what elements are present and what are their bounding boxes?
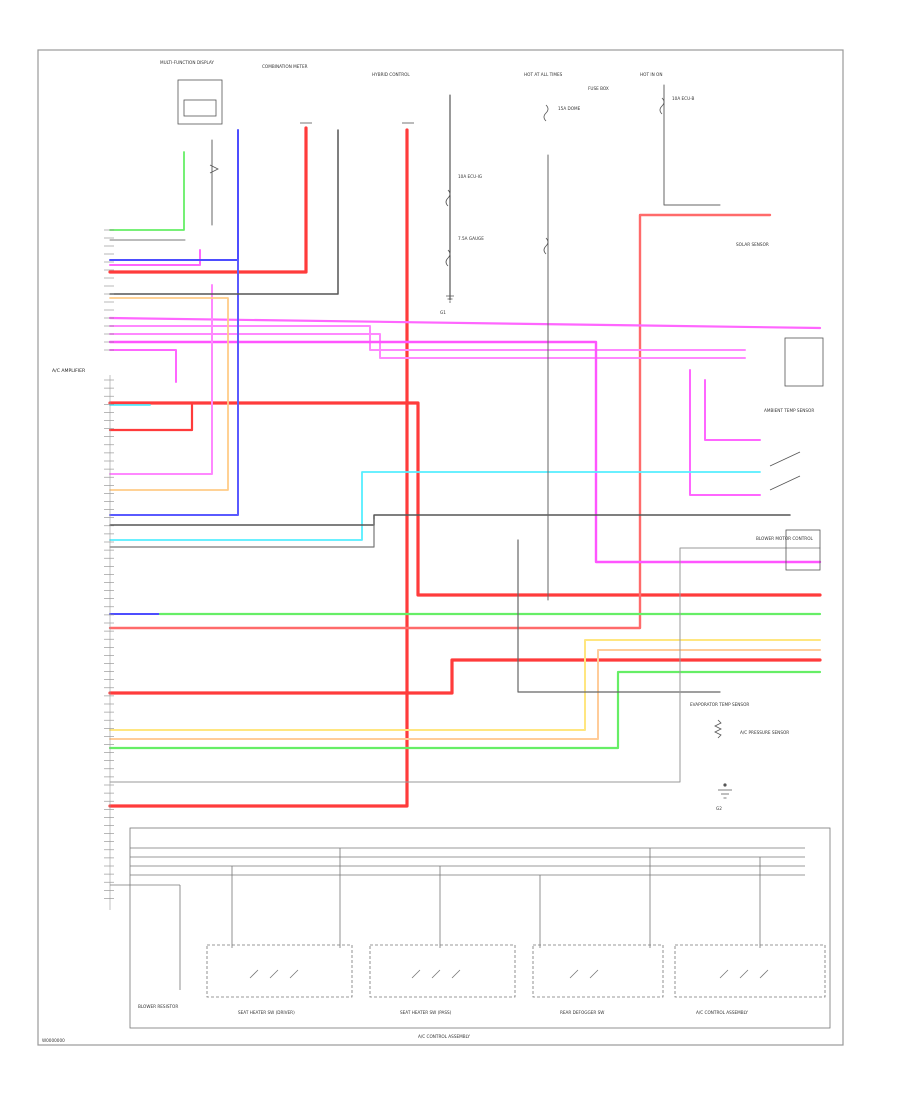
display-connector-inner xyxy=(183,99,217,117)
label-bottom-center: A/C CONTROL ASSEMBLY xyxy=(418,1034,470,1039)
wire-green-3 xyxy=(108,670,822,750)
fuse-symbol-4 xyxy=(543,237,549,255)
wire-pink-6 xyxy=(689,369,761,496)
labels: MULTI-FUNCTION DISPLAY COMBINATION METER… xyxy=(42,60,814,1043)
label-switch-3: REAR DEFOGGER SW xyxy=(560,1010,604,1015)
switch-box-2 xyxy=(369,944,516,998)
wire-pink-5 xyxy=(109,349,177,383)
label-fuse-2: 7.5A GAUGE xyxy=(458,236,484,241)
switch-box-3 xyxy=(532,944,664,998)
wire-green-1 xyxy=(109,151,185,231)
switch-box-1 xyxy=(206,944,353,998)
pin-column xyxy=(104,229,114,910)
wire-red-3 xyxy=(108,401,822,597)
wire-gray-8 xyxy=(663,84,721,206)
switch-contact-4 xyxy=(719,969,769,979)
wire-gray-2 xyxy=(109,514,791,526)
wire-red-2 xyxy=(108,128,409,808)
wire-pink-7 xyxy=(704,379,761,441)
label-evap-sensor: EVAPORATOR TEMP SENSOR xyxy=(690,702,749,707)
label-switch-2: SEAT HEATER SW (PASS) xyxy=(400,1010,452,1015)
ground-symbol-1 xyxy=(446,295,454,303)
wire-red-1 xyxy=(108,126,308,274)
label-fuse-4: 10A ECU-B xyxy=(672,96,695,101)
label-fuse-1: 10A ECU-IG xyxy=(458,174,482,179)
wire-pink-3 xyxy=(109,333,746,359)
switch-contact-1 xyxy=(249,969,299,979)
wire-yellow-1 xyxy=(109,639,821,731)
label-ac-pressure: A/C PRESSURE SENSOR xyxy=(740,730,789,735)
label-multifunction-display: MULTI-FUNCTION DISPLAY xyxy=(160,60,214,65)
ground-symbol-2 xyxy=(718,789,732,799)
switch-symbol-2 xyxy=(769,475,801,491)
blower-connector xyxy=(785,529,821,571)
label-hot-in-on: HOT IN ON xyxy=(640,72,662,77)
top-components xyxy=(177,79,665,303)
wire-gray-3 xyxy=(109,519,375,548)
label-ground-1: G1 xyxy=(440,310,446,315)
sensor-connector xyxy=(784,337,824,387)
switch-box-4 xyxy=(674,944,826,998)
wire-pink-8 xyxy=(109,284,213,475)
switch-contact-3 xyxy=(569,969,599,979)
label-ground-2: G2 xyxy=(716,806,722,811)
wire-orange-1 xyxy=(109,649,821,740)
wire-orange-2 xyxy=(109,297,229,491)
wire-gray-4 xyxy=(517,539,721,693)
label-hybrid-control: HYBRID CONTROL xyxy=(372,72,410,77)
fuse-symbol-3 xyxy=(445,189,451,207)
label-ambient-sensor: AMBIENT TEMP SENSOR xyxy=(764,408,814,413)
wire-pink-2 xyxy=(109,325,746,351)
label-solar-sensor: SOLAR SENSOR xyxy=(736,242,769,247)
fuse-symbol-5 xyxy=(445,249,451,267)
wire-gray-1 xyxy=(109,129,339,295)
wire-pink-9 xyxy=(109,249,201,266)
resistor-symbol xyxy=(714,719,722,739)
fuse-symbol-1 xyxy=(543,104,549,122)
bottom-frame xyxy=(129,827,831,1029)
label-fuse-3: 15A DOME xyxy=(558,106,581,111)
switch-symbol-1 xyxy=(769,451,801,467)
switch-contact-2 xyxy=(411,969,461,979)
wire-red-4 xyxy=(108,213,772,630)
wire-gray-5 xyxy=(109,547,821,783)
wire-cyan-1 xyxy=(109,471,761,541)
label-hot-at-all-times: HOT AT ALL TIMES xyxy=(524,72,563,77)
connector-dot xyxy=(723,783,727,787)
relay-symbol xyxy=(209,164,219,174)
wire-red-5 xyxy=(108,658,822,695)
wire-pink-4 xyxy=(108,340,822,564)
right-components xyxy=(714,337,824,799)
label-combination-meter: COMBINATION METER xyxy=(262,64,308,69)
diagram-frame xyxy=(37,49,844,1046)
fuse-symbol-2 xyxy=(659,97,665,115)
label-module: A/C AMPLIFIER xyxy=(52,368,86,374)
display-connector-box xyxy=(177,79,223,125)
label-switch-4: A/C CONTROL ASSEMBLY xyxy=(696,1010,748,1015)
label-switch-1: SEAT HEATER SW (DRIVER) xyxy=(238,1010,295,1015)
wire-group xyxy=(108,84,822,808)
label-blower-motor: BLOWER MOTOR CONTROL xyxy=(756,536,813,541)
wire-red-6 xyxy=(108,403,194,432)
figure-id: W0000000 xyxy=(42,1038,65,1043)
bottom-box xyxy=(110,827,831,1029)
wire-blue-2 xyxy=(109,259,239,516)
label-bottom-left: BLOWER RESISTOR xyxy=(138,1004,178,1009)
label-fuse-box: FUSE BOX xyxy=(588,86,609,91)
